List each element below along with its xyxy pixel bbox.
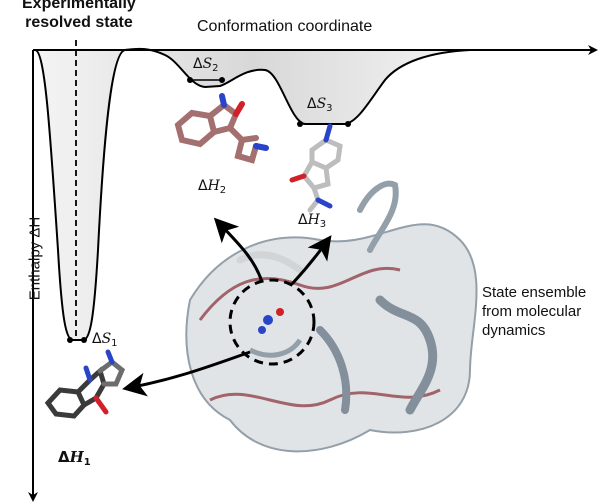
- arrow-to-h1: [122, 350, 251, 397]
- molecule-structure-2: [174, 93, 269, 164]
- experimental-title-line2: resolved state: [25, 14, 133, 31]
- ensemble-line3: dynamics: [482, 322, 546, 339]
- ensemble-line2: from molecular: [482, 303, 582, 320]
- enthalpy-axis-label: Enthalpy ΔH: [26, 216, 44, 301]
- delta-s3-label: ΔS3: [307, 96, 333, 114]
- state-ensemble-label: State ensemble from molecular dynamics: [482, 283, 586, 340]
- delta-s1-label: ΔS1: [92, 331, 118, 349]
- conformation-coordinate-label: Conformation coordinate: [197, 18, 373, 35]
- delta-h1-label: ΔH1: [58, 448, 91, 468]
- arrow-to-h2: [213, 217, 264, 283]
- experimental-state-title: Experimentally resolved state: [22, 0, 136, 32]
- delta-h2-label: ΔH2: [198, 178, 227, 196]
- molecule-structure-3: [289, 123, 343, 213]
- site-ligand: [258, 308, 284, 334]
- arrow-to-h3: [290, 235, 332, 286]
- entropy-bar-1: [67, 337, 87, 343]
- entropy-bar-2: [187, 77, 225, 83]
- delta-s2-label: ΔS2: [193, 56, 219, 74]
- binding-site-circle: [228, 278, 316, 366]
- experimental-title-line1: Experimentally: [22, 0, 136, 12]
- molecule-structure-1: [44, 349, 126, 419]
- well-shading: [35, 48, 470, 341]
- delta-h3-label: ΔH3: [298, 212, 327, 230]
- entropy-bar-3: [297, 121, 351, 127]
- ensemble-line1: State ensemble: [482, 284, 587, 301]
